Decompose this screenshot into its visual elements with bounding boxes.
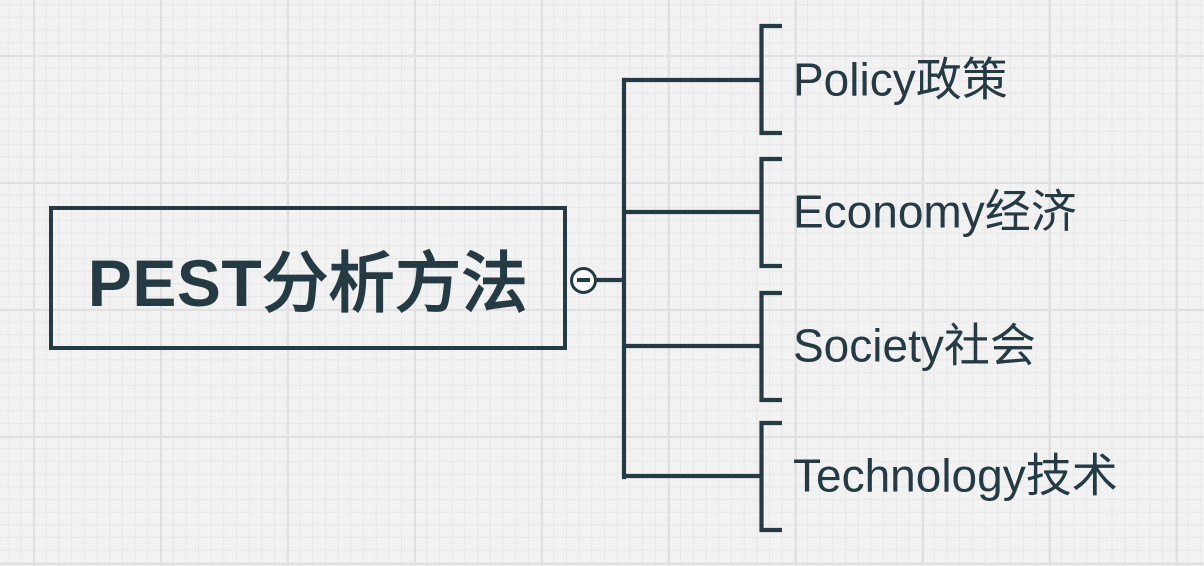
branch-bracket-4 (759, 420, 782, 533)
branch-topic-policy[interactable]: Policy政策 (793, 53, 1008, 106)
branch-topic-label: Technology技术 (793, 449, 1118, 502)
branch-topic-economy[interactable]: Economy经济 (793, 185, 1077, 238)
minus-icon (577, 278, 590, 282)
branch-topic-technology[interactable]: Technology技术 (793, 449, 1118, 502)
collapse-button[interactable] (570, 266, 597, 294)
branch-bracket-3 (759, 290, 782, 403)
root-topic-label: PEST分析方法 (87, 246, 529, 320)
branch-topic-label: Economy经济 (793, 185, 1077, 238)
branch-topic-society[interactable]: Society社会 (793, 319, 1036, 372)
branch-bracket-1 (759, 23, 782, 136)
branch-topic-label: Policy政策 (793, 53, 1008, 106)
branch-bracket-2 (759, 156, 782, 269)
branch-topic-label: Society社会 (793, 319, 1036, 372)
root-topic[interactable]: PEST分析方法 (49, 206, 567, 350)
